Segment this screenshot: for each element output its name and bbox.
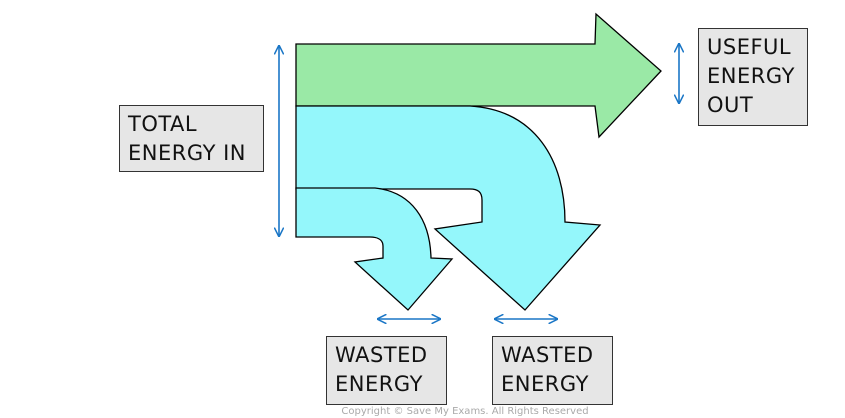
copyright-text: Copyright © Save My Exams. All Rights Re… — [341, 406, 589, 417]
label-line: ENERGY IN — [128, 141, 246, 165]
wasted-energy-label-2: WASTED ENERGY — [492, 336, 613, 405]
wasted-energy-label-1: WASTED ENERGY — [326, 336, 447, 405]
label-line: ENERGY — [501, 372, 589, 396]
label-line: OUT — [707, 93, 754, 117]
label-line: TOTAL — [128, 112, 198, 136]
wasted-energy-arrow-large — [295, 105, 602, 311]
label-line: WASTED — [501, 343, 594, 367]
wasted-energy-arrow-small — [295, 187, 454, 311]
label-line: ENERGY — [335, 372, 423, 396]
label-line: WASTED — [335, 343, 428, 367]
label-line: ENERGY — [707, 64, 795, 88]
total-energy-in-label: TOTAL ENERGY IN — [119, 105, 264, 172]
useful-energy-out-label: USEFUL ENERGY OUT — [698, 28, 808, 126]
label-line: USEFUL — [707, 35, 792, 59]
